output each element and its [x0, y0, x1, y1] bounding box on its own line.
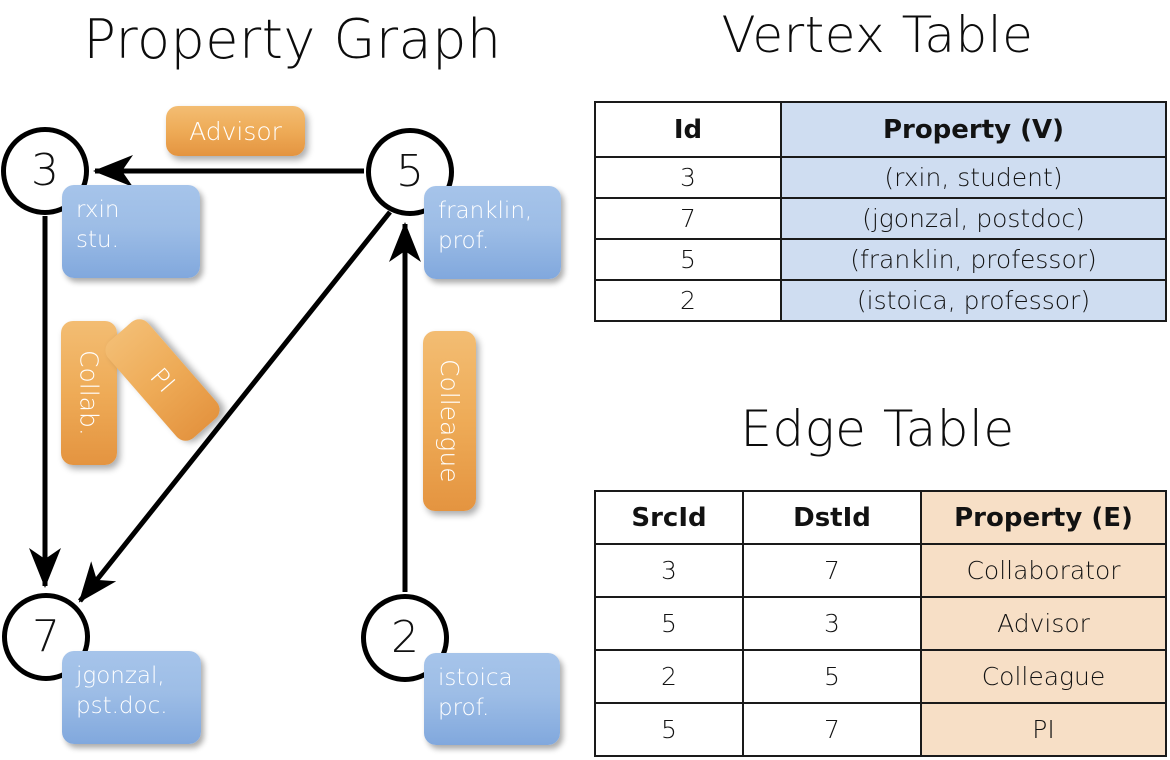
- edge-dst-cell: 5: [742, 649, 922, 704]
- node-property-box-2: istoica prof.: [424, 653, 560, 745]
- edge-label-collaborator: Collab.: [74, 350, 104, 436]
- node-property-line-1: franklin,: [438, 198, 533, 224]
- edge-property-cell: Advisor: [920, 596, 1167, 651]
- edge-label-box-collaborator: Collab.: [61, 321, 117, 465]
- edge-label-pi: PI: [144, 362, 181, 398]
- node-property-line-2: prof.: [438, 228, 490, 255]
- vertex-table-header-property: Property (V): [780, 101, 1167, 158]
- edge-dst-cell: 7: [742, 702, 922, 757]
- edge-dst-cell: 3: [742, 596, 922, 651]
- vertex-table-header-id: Id: [594, 101, 782, 158]
- node-property-line-2: stu.: [76, 227, 119, 254]
- table-row: 7 (jgonzal, postdoc): [594, 197, 1167, 240]
- table-row: 3 7 Collaborator: [594, 543, 1167, 598]
- edge-5-to-7: [78, 210, 392, 603]
- property-graph-panel: Property Graph 3 5 7: [1, 8, 561, 745]
- edge-property-cell: Collaborator: [920, 543, 1167, 598]
- edge-label-box-colleague: Colleague: [423, 331, 476, 511]
- edge-label-box-advisor: Advisor: [166, 106, 305, 156]
- edge-table: SrcId DstId Property (E) 3 7 Collaborato…: [594, 490, 1167, 757]
- vertex-id-cell: 5: [594, 238, 782, 281]
- vertex-table: Id Property (V) 3 (rxin, student) 7 (jgo…: [594, 101, 1167, 322]
- page-title-vertex-table: Vertex Table: [721, 6, 1034, 64]
- node-property-line-1: rxin: [76, 197, 120, 223]
- edge-table-header-srcid: SrcId: [594, 490, 744, 545]
- graph-node-2[interactable]: 2: [361, 594, 449, 682]
- vertex-property-cell: (rxin, student): [780, 156, 1167, 199]
- edge-src-cell: 2: [594, 649, 744, 704]
- edge-property-cell: PI: [920, 702, 1167, 757]
- node-property-box-7: jgonzal, pst.doc.: [62, 651, 201, 744]
- graph-node-3-label: 3: [31, 145, 59, 196]
- page-title-edge-table: Edge Table: [740, 400, 1015, 458]
- edge-label-advisor: Advisor: [189, 116, 282, 146]
- graph-node-7-label: 7: [32, 611, 60, 662]
- edge-table-header-property: Property (E): [920, 490, 1167, 545]
- node-property-line-1: jgonzal,: [76, 663, 165, 689]
- edge-src-cell: 5: [594, 702, 744, 757]
- edge-table-header-row: SrcId DstId Property (E): [594, 490, 1167, 545]
- vertex-property-cell: (jgonzal, postdoc): [780, 197, 1167, 240]
- table-row: 5 (franklin, professor): [594, 238, 1167, 281]
- vertex-id-cell: 3: [594, 156, 782, 199]
- edge-src-cell: 3: [594, 543, 744, 598]
- node-property-box-3: rxin stu.: [62, 185, 200, 278]
- edge-property-cell: Colleague: [920, 649, 1167, 704]
- graph-edge-lines: [29, 155, 421, 603]
- edge-src-cell: 5: [594, 596, 744, 651]
- node-property-box-5: franklin, prof.: [424, 186, 561, 279]
- vertex-id-cell: 2: [594, 279, 782, 322]
- table-row: 2 (istoica, professor): [594, 279, 1167, 322]
- table-row: 5 3 Advisor: [594, 596, 1167, 651]
- vertex-id-cell: 7: [594, 197, 782, 240]
- vertex-table-header-row: Id Property (V): [594, 101, 1167, 158]
- vertex-property-cell: (istoica, professor): [780, 279, 1167, 322]
- edge-table-header-dstid: DstId: [742, 490, 922, 545]
- edge-dst-cell: 7: [742, 543, 922, 598]
- node-property-line-2: pst.doc.: [76, 693, 168, 720]
- graph-node-2-label: 2: [391, 612, 419, 663]
- table-row: 3 (rxin, student): [594, 156, 1167, 199]
- node-property-line-1: istoica: [438, 665, 513, 691]
- edge-label-colleague: Colleague: [435, 359, 464, 483]
- graph-node-5[interactable]: 5: [366, 128, 454, 216]
- page-title-property-graph: Property Graph: [83, 8, 502, 71]
- vertex-property-cell: (franklin, professor): [780, 238, 1167, 281]
- table-row: 5 7 PI: [594, 702, 1167, 757]
- graph-node-5-label: 5: [396, 146, 424, 197]
- table-row: 2 5 Colleague: [594, 649, 1167, 704]
- node-property-line-2: prof.: [438, 695, 490, 722]
